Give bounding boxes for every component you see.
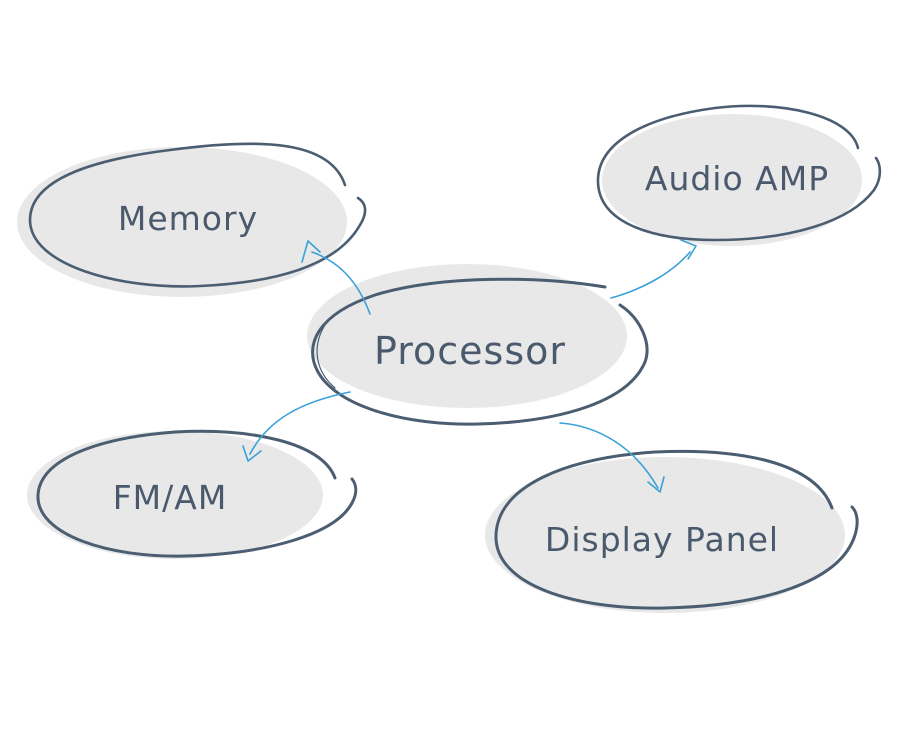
node-memory[interactable]: Memory — [17, 142, 367, 297]
edge-processor-display-panel-line — [559, 422, 659, 489]
edge-processor-audio-amp-line — [610, 251, 691, 299]
node-display-panel-fill — [485, 457, 845, 613]
edge-processor-display-panel — [559, 422, 665, 493]
node-fm-am[interactable]: FM/AM — [27, 429, 358, 559]
node-processor-label: Processor — [374, 329, 566, 373]
node-audio-amp-label: Audio AMP — [645, 159, 829, 198]
node-display-panel[interactable]: Display Panel — [485, 449, 859, 613]
edge-processor-memory-line — [311, 251, 371, 315]
node-audio-amp-fill — [602, 114, 862, 246]
edge-processor-fm-am — [242, 391, 351, 462]
node-processor[interactable]: Processor — [307, 264, 649, 426]
node-audio-amp[interactable]: Audio AMP — [596, 104, 882, 246]
edge-processor-display-panel-arrowhead — [647, 476, 665, 493]
node-memory-fill — [17, 147, 347, 297]
node-memory-label: Memory — [118, 199, 258, 238]
node-memory-outline — [28, 142, 367, 288]
node-processor-outline — [311, 277, 649, 426]
node-fm-am-label: FM/AM — [113, 478, 228, 517]
edge-processor-fm-am-line — [249, 391, 351, 455]
node-processor-fill — [307, 264, 627, 408]
node-display-panel-outline — [494, 449, 859, 610]
edge-processor-audio-amp-arrowhead — [680, 239, 697, 260]
node-fm-am-fill — [27, 431, 323, 559]
edge-processor-audio-amp — [610, 239, 697, 299]
edge-processor-memory — [301, 240, 371, 315]
node-fm-am-outline — [36, 429, 358, 558]
edge-processor-memory-arrowhead — [301, 240, 321, 263]
node-display-panel-label: Display Panel — [545, 520, 779, 559]
edge-processor-fm-am-arrowhead — [242, 445, 262, 462]
node-processor-outline-inner — [316, 317, 336, 389]
node-audio-amp-outline — [596, 104, 882, 242]
